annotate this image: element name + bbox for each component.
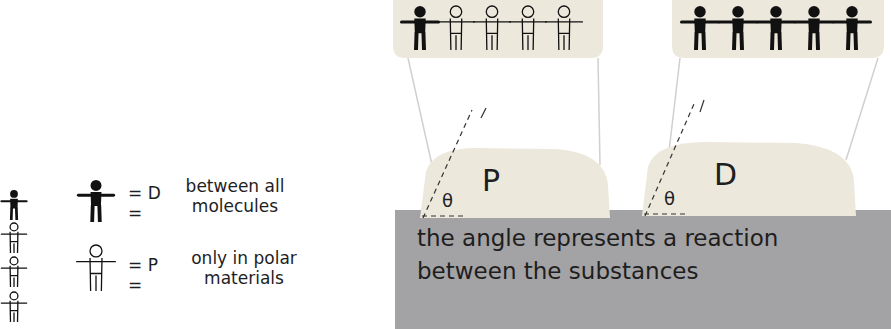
- zoom-line: [408, 58, 432, 165]
- polar-figure: [1, 292, 26, 322]
- polar-figure: [546, 6, 583, 50]
- polar-figure: [77, 245, 116, 291]
- figure-part: [10, 232, 18, 253]
- legend-text: = P =: [128, 256, 176, 295]
- figure-part: [846, 32, 851, 50]
- figure-part: [10, 208, 13, 220]
- figure-part: [91, 180, 102, 191]
- figure-part: [682, 20, 719, 23]
- figure-part: [720, 20, 757, 23]
- dispersion-figure: [834, 6, 871, 50]
- droplet-label: D: [714, 160, 737, 190]
- figure-part: [777, 32, 782, 50]
- figure-part: [732, 32, 737, 50]
- figure-part: [10, 266, 18, 287]
- figure-part: [1, 268, 26, 269]
- dispersion-figure: [78, 180, 113, 222]
- baseline: [422, 215, 464, 216]
- figure-part: [770, 32, 775, 50]
- figure-part: [701, 32, 706, 50]
- figure-part: [558, 18, 569, 50]
- figure-part: [732, 6, 743, 17]
- figure-part: [90, 245, 102, 257]
- figure-part: [10, 292, 18, 300]
- dispersion-figure: [1, 190, 26, 220]
- dispersion-figure: [682, 6, 719, 50]
- figure-part: [10, 257, 18, 265]
- figure-part: [694, 32, 699, 50]
- droplet: Dθ: [642, 140, 856, 216]
- angle-symbol: θ: [442, 192, 453, 210]
- legend-text: = D =: [128, 184, 176, 223]
- figure-part: [1, 303, 26, 304]
- figure-part: [90, 258, 102, 291]
- figure-part: [77, 261, 116, 262]
- legend-text: only in polar materials: [174, 249, 314, 288]
- dispersion-figure: [796, 6, 833, 50]
- figure-part: [450, 18, 461, 50]
- figure-part: [1, 234, 26, 235]
- figure-part: [808, 6, 819, 17]
- figure-part: [558, 6, 569, 17]
- angle-symbol: θ: [664, 190, 675, 208]
- figure-part: [853, 32, 858, 50]
- droplet-outline: [642, 142, 856, 216]
- surface-band: the angle represents a reaction between …: [395, 210, 891, 329]
- figure-part: [739, 32, 744, 50]
- tangent-line: [423, 110, 472, 218]
- tangent-line: [645, 104, 694, 216]
- figure-part: [486, 6, 497, 17]
- polar-figure: [510, 6, 547, 50]
- droplet-label: P: [482, 166, 500, 196]
- figure-part: [450, 6, 461, 17]
- figure-part: [78, 194, 113, 197]
- figure-part: [808, 32, 813, 50]
- figure-part: [10, 223, 18, 231]
- figure-part: [10, 190, 18, 198]
- polar-figure: [474, 6, 511, 50]
- figure-part: [414, 32, 419, 50]
- dispersion-figure: [758, 6, 795, 50]
- figure-part: [414, 6, 425, 17]
- legend-text: between all molecules: [176, 177, 294, 216]
- polar-figure: [438, 6, 475, 50]
- figure-part: [510, 21, 547, 22]
- figure-part: [758, 20, 795, 23]
- figure-part: [522, 18, 533, 50]
- figure-part: [421, 32, 426, 50]
- figure-part: [770, 6, 781, 17]
- polar-figure: [1, 223, 26, 253]
- zoom-line: [598, 58, 600, 165]
- note-text: the angle represents a reaction between …: [417, 222, 871, 289]
- polar-figure: [1, 257, 26, 287]
- zoom-bubble: [672, 0, 884, 58]
- figure-part: [10, 301, 18, 322]
- figure-part: [90, 205, 94, 222]
- figure-part: [438, 21, 475, 22]
- figure-part: [474, 21, 511, 22]
- figure-part: [834, 20, 871, 23]
- figure-part: [97, 205, 101, 222]
- tick-mark: [700, 100, 704, 112]
- figure-part: [486, 18, 497, 50]
- figure-part: [815, 32, 820, 50]
- figure-part: [522, 6, 533, 17]
- figure-part: [546, 21, 583, 22]
- zoom-line: [846, 58, 878, 160]
- baseline: [644, 213, 686, 214]
- droplet-outline: [420, 148, 610, 218]
- figure-part: [15, 208, 18, 220]
- figure-part: [846, 6, 857, 17]
- droplet: Pθ: [420, 146, 610, 218]
- figure-part: [1, 200, 26, 202]
- figure-part: [694, 6, 705, 17]
- dispersion-figure: [402, 6, 439, 50]
- tick-mark: [481, 108, 486, 118]
- zoom-bubble: [393, 0, 603, 58]
- figure-part: [402, 20, 439, 23]
- figure-part: [796, 20, 833, 23]
- dispersion-figure: [720, 6, 757, 50]
